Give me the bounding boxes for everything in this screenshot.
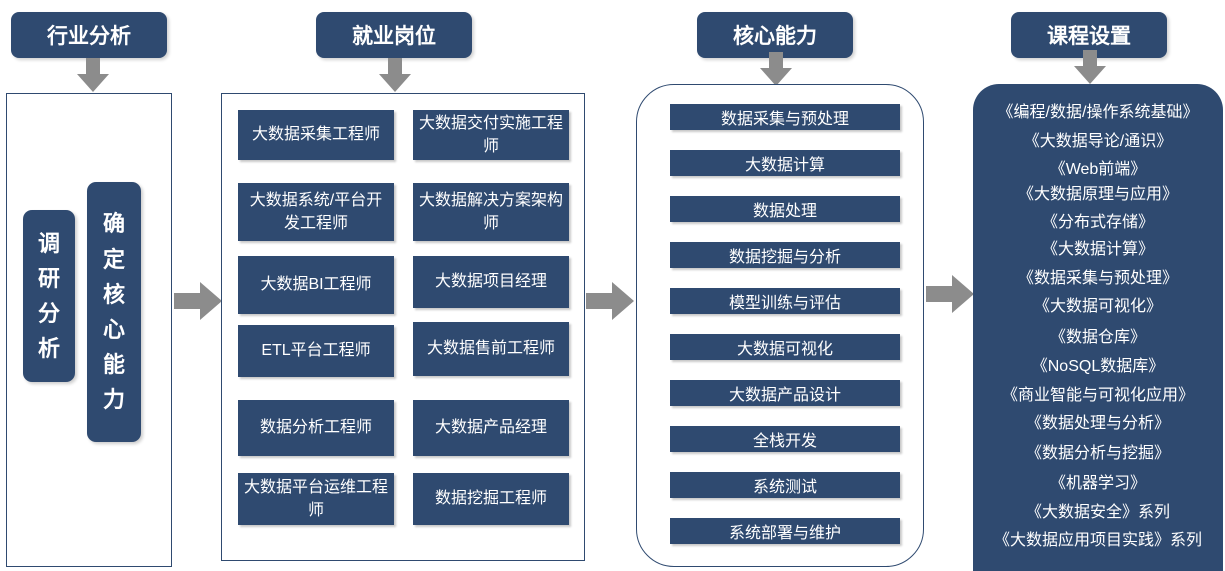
job-box: 大数据项目经理 <box>413 256 569 308</box>
down-arrow-icon <box>760 52 792 86</box>
skill-box: 系统测试 <box>670 472 900 498</box>
down-arrow-icon <box>1074 50 1106 84</box>
skill-box: 大数据可视化 <box>670 334 900 360</box>
job-box: 大数据平台运维工程师 <box>238 473 394 525</box>
skill-box: 数据处理 <box>670 196 900 222</box>
job-box: 大数据系统/平台开发工程师 <box>238 183 394 241</box>
job-box: ETL平台工程师 <box>238 325 394 377</box>
course-item: 《Web前端》 <box>1049 161 1147 178</box>
header-industry-analysis: 行业分析 <box>11 12 167 58</box>
job-box: 大数据产品经理 <box>413 400 569 456</box>
right-arrow-icon <box>586 282 634 320</box>
job-box: 大数据售前工程师 <box>413 322 569 376</box>
course-item: 《分布式存储》 <box>1041 214 1154 231</box>
job-box: 数据分析工程师 <box>238 400 394 456</box>
course-item: 《NoSQL数据库》 <box>1031 358 1165 375</box>
determine-core-abilities-box: 确定核心能力 <box>87 182 141 442</box>
course-item: 《数据处理与分析》 <box>1025 415 1170 432</box>
skill-box: 数据采集与预处理 <box>670 104 900 130</box>
skill-box: 大数据产品设计 <box>670 380 900 406</box>
skill-box: 数据挖掘与分析 <box>670 242 900 268</box>
determine-core-abilities-label: 确定核心能力 <box>102 211 125 413</box>
job-box: 大数据解决方案架构师 <box>413 183 569 241</box>
header-jobs: 就业岗位 <box>316 12 472 58</box>
course-item: 《大数据应用项目实践》系列 <box>993 532 1202 549</box>
course-item: 《机器学习》 <box>1049 475 1146 492</box>
skill-box: 模型训练与评估 <box>670 288 900 314</box>
right-arrow-icon <box>174 282 222 320</box>
course-item: 《数据采集与预处理》 <box>1017 270 1178 287</box>
down-arrow-icon <box>379 58 411 92</box>
header-core-abilities: 核心能力 <box>697 12 853 58</box>
course-item: 《数据分析与挖掘》 <box>1025 445 1170 462</box>
course-item: 《大数据导论/通识》 <box>1023 133 1173 150</box>
research-analysis-label: 调研分析 <box>37 230 60 362</box>
course-item: 《编程/数据/操作系统基础》 <box>997 104 1199 121</box>
job-box: 大数据采集工程师 <box>238 110 394 160</box>
job-box: 大数据BI工程师 <box>238 256 394 314</box>
job-box: 大数据交付实施工程师 <box>413 110 569 160</box>
skill-box: 大数据计算 <box>670 150 900 176</box>
down-arrow-icon <box>77 58 109 92</box>
skill-box: 全栈开发 <box>670 426 900 452</box>
courses-panel <box>973 84 1223 571</box>
course-item: 《大数据计算》 <box>1041 241 1154 258</box>
course-item: 《大数据原理与应用》 <box>1017 186 1178 203</box>
skill-box: 系统部署与维护 <box>670 518 900 544</box>
job-box: 数据挖掘工程师 <box>413 473 569 525</box>
course-item: 《大数据可视化》 <box>1033 298 1162 315</box>
research-analysis-box: 调研分析 <box>23 210 75 382</box>
course-item: 《数据仓库》 <box>1049 329 1146 346</box>
course-item: 《商业智能与可视化应用》 <box>1001 387 1194 404</box>
course-item: 《大数据安全》系列 <box>1025 504 1170 521</box>
right-arrow-icon <box>926 275 974 313</box>
